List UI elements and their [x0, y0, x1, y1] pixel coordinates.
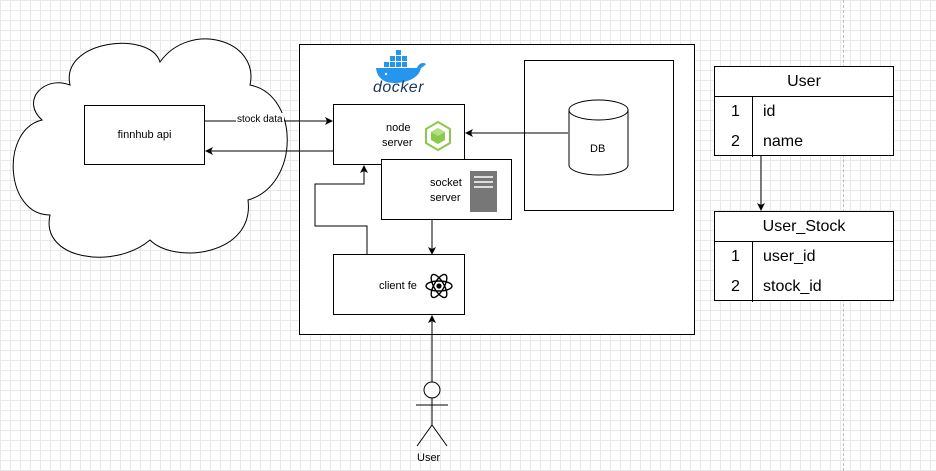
node-server-box[interactable]: node server: [333, 104, 465, 165]
user-actor-label: User: [417, 452, 441, 464]
finnhub-api-label: finnhub api: [117, 129, 172, 141]
node-server-label-line2: server: [382, 137, 413, 149]
row-number: 2: [731, 133, 740, 150]
socket-server-label-line2: server: [430, 192, 461, 204]
docker-whale-icon: [376, 50, 426, 83]
edge-label-stock-data: stock data: [236, 113, 284, 126]
table-row[interactable]: 1 id: [715, 97, 893, 127]
user-table-title: User: [715, 67, 893, 97]
edge-client-to-node: [314, 165, 368, 254]
table-row[interactable]: 2 stock_id: [715, 272, 893, 302]
row-number: 1: [731, 103, 740, 120]
node-server-label-line1: node: [386, 122, 411, 134]
user-actor[interactable]: [416, 381, 448, 447]
db-label: DB: [590, 143, 606, 155]
nodejs-icon: [425, 121, 451, 151]
row-field: id: [763, 103, 776, 120]
table-row[interactable]: 2 name: [715, 127, 893, 157]
table-row[interactable]: 1 user_id: [715, 242, 893, 272]
user-stock-table-title: User_Stock: [715, 212, 893, 242]
server-icon: [470, 171, 497, 212]
row-number: 1: [731, 248, 740, 265]
docker-logo: docker: [372, 50, 428, 98]
socket-server-box[interactable]: socket server: [381, 159, 512, 220]
row-number: 2: [731, 278, 740, 295]
react-icon: [425, 273, 453, 299]
row-field: user_id: [763, 248, 816, 265]
user-table[interactable]: User 1 id 2 name: [714, 66, 894, 157]
row-field: name: [763, 133, 804, 150]
db-cylinder[interactable]: [568, 99, 629, 176]
docker-logo-text: docker: [373, 79, 425, 96]
row-field: stock_id: [763, 278, 822, 295]
finnhub-api-box[interactable]: finnhub api: [84, 105, 205, 165]
client-fe-box[interactable]: client fe: [333, 254, 465, 315]
user-stock-table[interactable]: User_Stock 1 user_id 2 stock_id: [714, 211, 894, 302]
client-fe-label: client fe: [379, 280, 417, 292]
socket-server-label-line1: socket: [430, 177, 462, 189]
